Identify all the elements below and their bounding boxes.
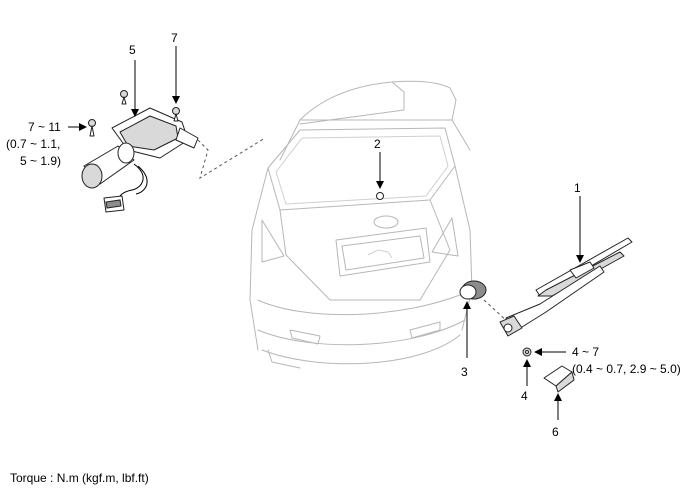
callout-2: 2: [374, 137, 381, 151]
callout-5: 5: [129, 43, 136, 57]
vehicle-rear-outline: [249, 80, 473, 369]
motor-bracket-bolt: [172, 107, 180, 122]
motor-mounting-bolt-left: [88, 119, 96, 137]
motor-install-dashed-line: [197, 137, 266, 180]
wiper-shaft-grommet: [459, 280, 487, 300]
torque-motor-bolt-line2: (0.7 ~ 1.1,: [6, 137, 60, 151]
torque-units-note: Torque : N.m (kgf.m, lbf.ft): [10, 471, 149, 485]
callout-6: 6: [552, 425, 559, 439]
callout-7: 7: [171, 31, 178, 45]
callout-3: 3: [461, 365, 468, 379]
callout-1: 1: [574, 181, 581, 195]
callout-4: 4: [521, 389, 528, 403]
wiper-shaft-hole: [376, 192, 384, 200]
leader-lines: [68, 46, 584, 420]
arm-install-dashed-line: [483, 299, 509, 323]
torque-motor-bolt-line1: 7 ~ 11: [28, 120, 61, 134]
rear-wiper-arm-blade: [499, 237, 633, 337]
rear-wiper-motor: [81, 107, 199, 213]
wiper-arm-nut: [522, 347, 532, 357]
torque-motor-bolt-line3: 5 ~ 1.9): [20, 154, 61, 168]
motor-mounting-bolt-top: [120, 90, 128, 105]
wiper-arm-cap: [543, 365, 575, 393]
torque-arm-nut-line1: 4 ~ 7: [572, 345, 599, 359]
torque-arm-nut-line2: (0.4 ~ 0.7, 2.9 ~ 5.0): [572, 362, 681, 376]
